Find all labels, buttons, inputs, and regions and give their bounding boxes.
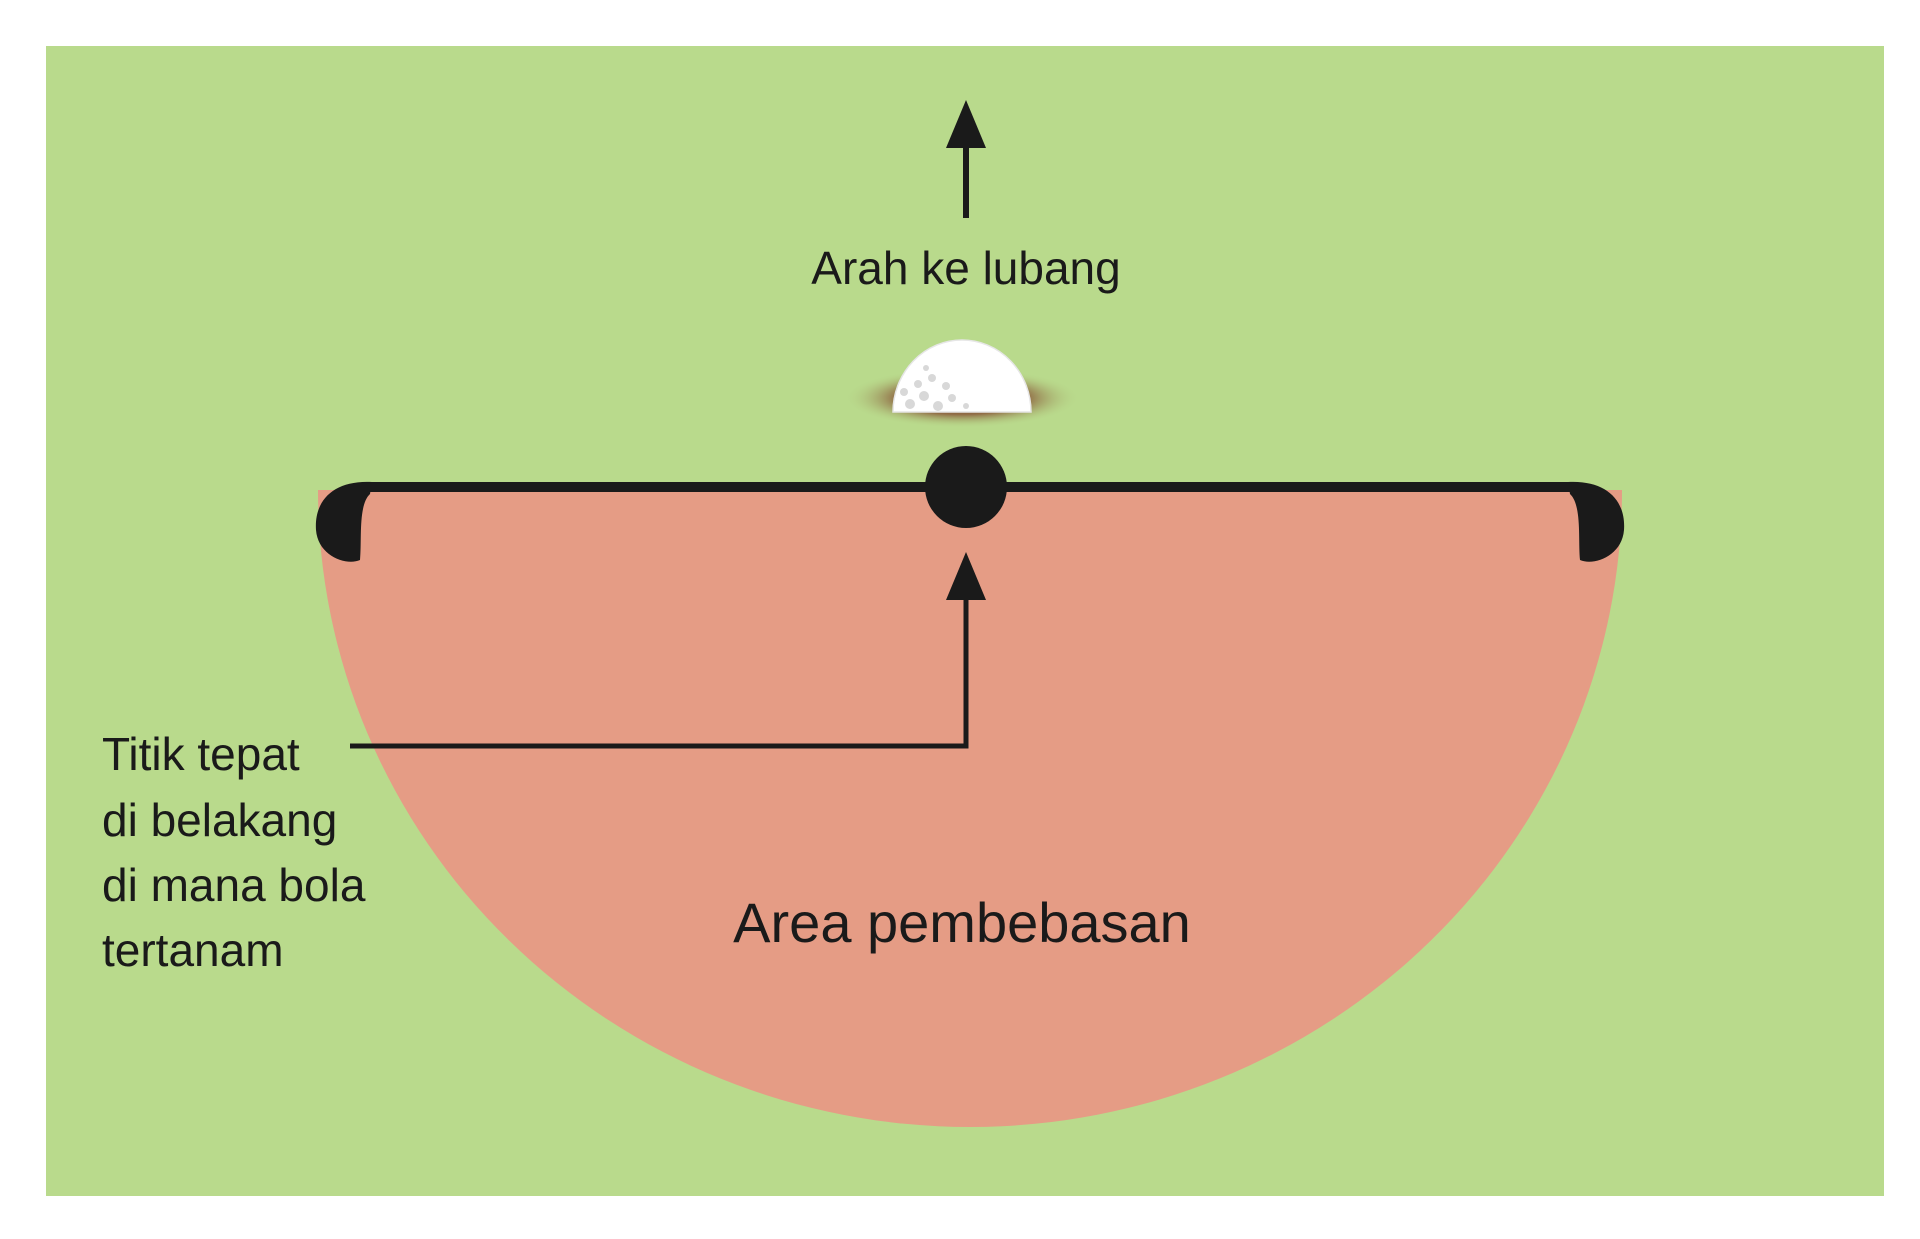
reference-point-label: Titik tepat di belakang di mana bola ter… [102,728,378,976]
relief-area [318,490,1622,1127]
direction-label: Arah ke lubang [811,242,1120,294]
golf-ball-icon [892,339,1032,413]
reference-point-marker [925,446,1007,528]
arrow-up-icon [946,100,986,148]
reference-point-label-line-1: Titik tepat [102,728,300,780]
reference-point-label-line-2: di belakang [102,794,337,846]
arrow-up-icon [946,552,986,600]
reference-point-label-line-3: di mana bola [102,859,366,911]
reference-point-label-line-4: tertanam [102,924,284,976]
relief-area-label: Area pembebasan [733,891,1191,954]
reference-point-leader [350,590,969,749]
